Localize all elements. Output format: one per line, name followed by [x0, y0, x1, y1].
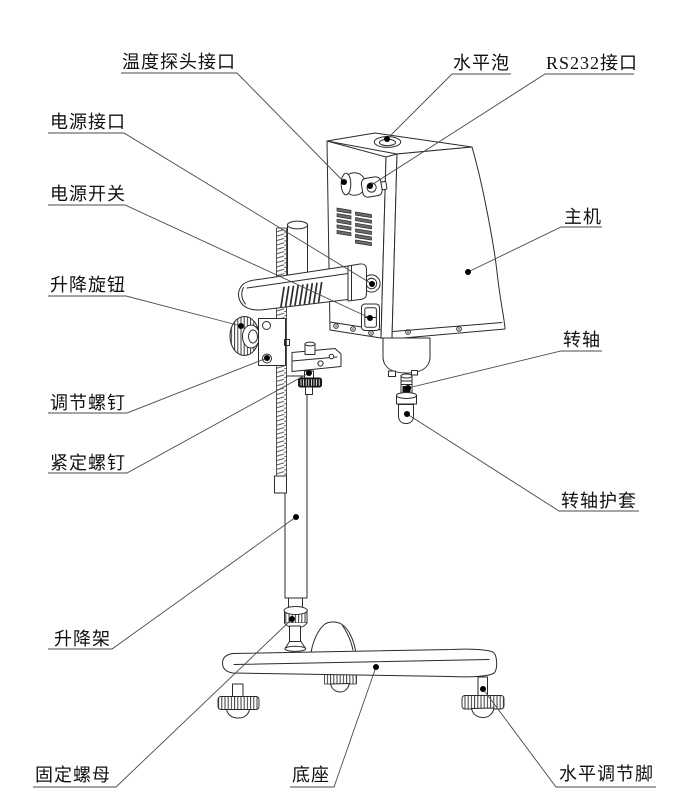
middle-foot: [324, 672, 357, 693]
callout-dot-lift-stand: [293, 514, 299, 520]
clamp-screw-top: [262, 321, 271, 330]
lift-rod-cap: [287, 220, 308, 230]
right-foot: [461, 676, 505, 718]
callout-layer: [33, 72, 656, 788]
callout-line-temp-probe-port: [121, 72, 345, 183]
set-screw-thumb-nut: [298, 377, 322, 388]
shaft-coupling: [396, 392, 417, 405]
callout-line-level-bubble: [386, 73, 511, 140]
arm-top-edge-line: [246, 273, 349, 289]
callout-dot-shaft-sheath: [404, 411, 410, 417]
callout-dot-fixing-nut: [289, 616, 295, 622]
callout-line-fixing-nut: [33, 618, 293, 788]
base-rear-leg: [310, 621, 356, 653]
callout-dot-rs232-port: [367, 183, 373, 189]
column-lower-rod: [289, 625, 301, 643]
lift-column: [284, 375, 308, 611]
left-foot: [217, 683, 260, 719]
arm-mount-bracket: [347, 263, 367, 302]
base-bar: [222, 648, 498, 678]
support-arm: [238, 263, 367, 311]
callout-line-base: [290, 666, 377, 788]
stirrer-illustration: [217, 132, 506, 719]
callout-dot-lift-knob: [238, 323, 244, 329]
callout-dot-set-screw: [306, 370, 312, 376]
callout-line-power-port: [48, 132, 373, 285]
fixing-nut-collar: [283, 606, 308, 615]
rack-guide-block: [274, 475, 287, 494]
main-unit-head: [326, 132, 506, 340]
callout-line-adjust-screw: [48, 357, 268, 414]
callout-line-shaft: [407, 350, 602, 389]
base-top-edge-line: [233, 659, 490, 665]
head-front-face: [391, 146, 506, 340]
arm-nose-line: [241, 287, 246, 305]
callout-line-set-screw: [48, 372, 310, 474]
callout-line-rs232-port: [369, 73, 634, 187]
callout-line-lift-stand: [48, 516, 297, 650]
callout-dot-base: [373, 664, 379, 670]
motor-housing: [382, 337, 431, 377]
callout-dot-leveling-foot: [480, 686, 486, 692]
callout-dot-temp-probe-port: [341, 179, 347, 185]
callout-dot-adjust-screw: [264, 355, 270, 361]
callout-line-power-switch: [48, 204, 371, 319]
base-assembly: [217, 606, 505, 719]
callout-line-lift-knob: [48, 295, 242, 327]
clamp-slot: [284, 339, 290, 346]
callout-dot-level-bubble: [384, 136, 390, 142]
ventilation-grille: [336, 207, 372, 247]
callout-dot-shaft: [405, 385, 411, 391]
callout-dot-power-port: [369, 281, 375, 287]
side-bracket: [291, 348, 342, 372]
callout-dot-power-switch: [367, 315, 373, 321]
callout-line-main-unit: [467, 226, 602, 273]
callout-line-leveling-foot: [482, 688, 656, 788]
callout-dot-main-unit: [465, 269, 471, 275]
head-screws: [333, 323, 462, 336]
callout-line-shaft-sheath: [406, 413, 639, 512]
